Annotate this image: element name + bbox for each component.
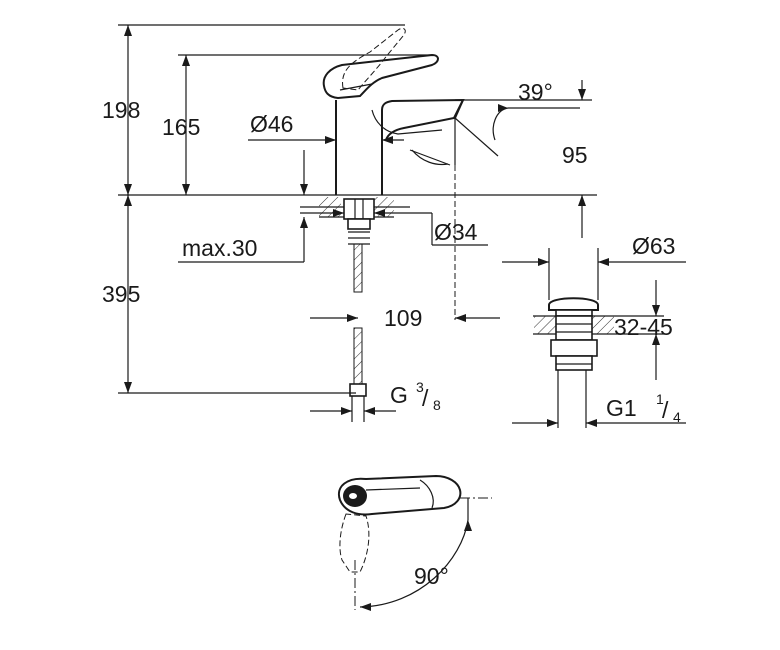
lever-top bbox=[337, 474, 462, 516]
faucet-body bbox=[335, 98, 465, 195]
label-165: 165 bbox=[162, 114, 200, 140]
mounting-nut bbox=[343, 198, 375, 220]
svg-text:4: 4 bbox=[673, 409, 681, 425]
label-395: 395 bbox=[102, 281, 140, 307]
label-thread-g38: G 3 / 8 bbox=[390, 379, 441, 413]
label-max-30: max.30 bbox=[182, 235, 257, 261]
svg-text:G1: G1 bbox=[606, 395, 637, 421]
label-angle-90: 90° bbox=[414, 563, 449, 589]
label-109: 109 bbox=[384, 305, 422, 331]
label-95: 95 bbox=[562, 142, 588, 168]
supply-hose bbox=[349, 243, 367, 422]
svg-text:1: 1 bbox=[656, 391, 664, 407]
label-198: 198 bbox=[102, 97, 140, 123]
label-diameter-34: Ø34 bbox=[434, 219, 478, 245]
labels: 198 165 Ø46 39° 95 Ø34 max.30 395 109 G … bbox=[102, 79, 681, 589]
label-diameter-46: Ø46 bbox=[250, 111, 293, 137]
pop-up-waste-drain bbox=[533, 297, 664, 428]
raised-lever-outline bbox=[342, 27, 406, 91]
waste-dimensions bbox=[502, 248, 686, 427]
label-diameter-63: Ø63 bbox=[632, 233, 675, 259]
svg-text:/: / bbox=[422, 385, 429, 411]
label-angle-39: 39° bbox=[518, 79, 553, 105]
svg-text:8: 8 bbox=[433, 397, 441, 413]
faucet-top-view bbox=[337, 474, 492, 611]
svg-text:/: / bbox=[662, 397, 669, 423]
svg-text:3: 3 bbox=[416, 379, 424, 395]
label-thread-g114: G1 1 / 4 bbox=[606, 391, 681, 425]
lever-top-rotated bbox=[339, 513, 370, 573]
label-32-45: 32-45 bbox=[614, 314, 673, 340]
dimension-lines bbox=[118, 24, 592, 415]
svg-text:G: G bbox=[390, 382, 408, 408]
lever bbox=[322, 53, 439, 100]
